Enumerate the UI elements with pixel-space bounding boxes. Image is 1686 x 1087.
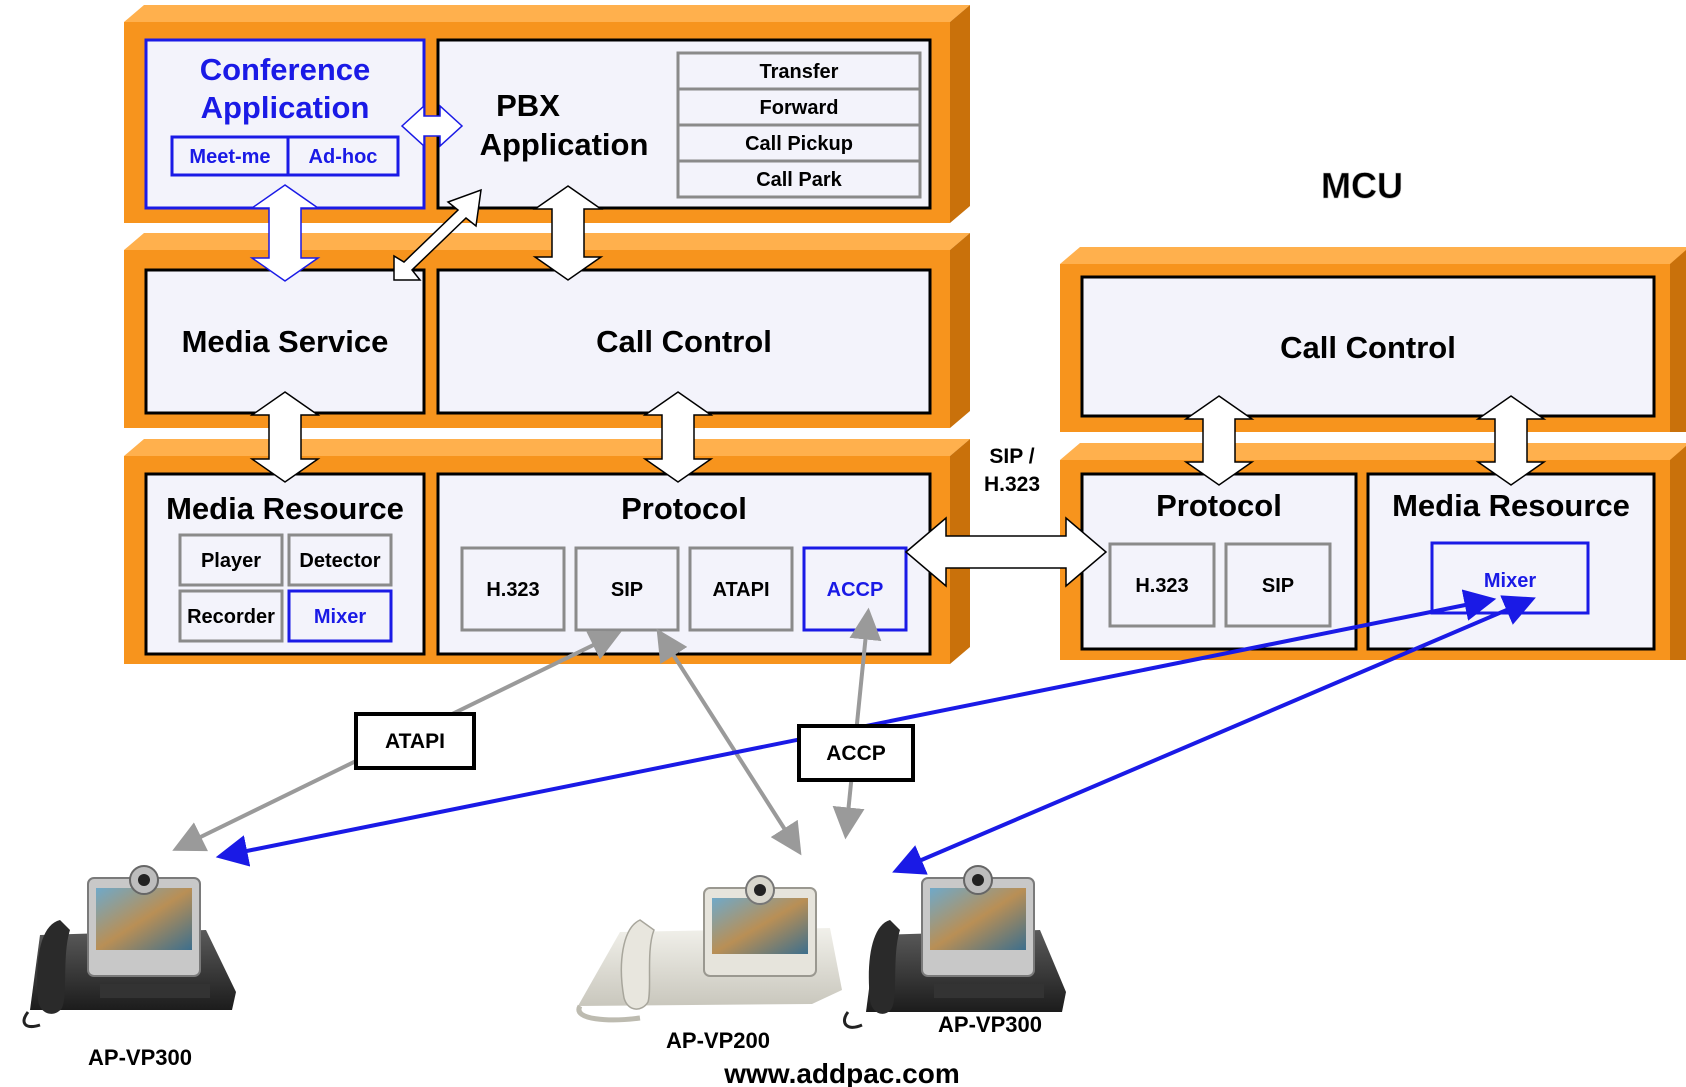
ad-hoc-label: Ad-hoc [309, 146, 378, 168]
mixer-label: Mixer [314, 606, 366, 628]
conference-application-title-line2: Application [201, 90, 370, 125]
ad-hoc-box[interactable] [286, 135, 400, 177]
sip-h323-label-line2: H.323 [984, 473, 1040, 496]
device-left-label: AP-VP300 [88, 1045, 192, 1070]
pbx-feature-list [676, 51, 922, 199]
mixer-line-right-phone [892, 595, 1536, 875]
feature-transfer[interactable]: Transfer [760, 61, 839, 83]
meet-me-box[interactable] [170, 135, 290, 177]
arrow-pbx-to-call-control [532, 185, 604, 281]
pbx-accp-label: ACCP [827, 579, 884, 601]
accp-link-box [797, 724, 915, 782]
conference-application-panel[interactable] [144, 38, 426, 210]
phone-left-image [22, 865, 236, 1028]
pbx-protocol-title: Protocol [621, 491, 747, 526]
mcu-media-resource-title: Media Resource [1392, 488, 1630, 523]
pbx-media-resource-title: Media Resource [166, 491, 404, 526]
arrow-mcu-cc-to-protocol [1183, 395, 1255, 486]
device-middle-label: AP-VP200 [666, 1028, 770, 1053]
arrow-conference-to-media-service [249, 184, 321, 282]
player-box[interactable] [178, 533, 284, 587]
pbx-h323-label: H.323 [486, 579, 539, 601]
feature-call-pickup[interactable]: Call Pickup [745, 133, 853, 155]
pbx-sip-label: SIP [611, 579, 643, 601]
accp-link-label: ACCP [826, 742, 886, 765]
detector-label: Detector [299, 550, 380, 572]
footer-url[interactable]: www.addpac.com [723, 1058, 959, 1087]
recorder-label: Recorder [187, 606, 275, 628]
mcu-protocol-title: Protocol [1156, 488, 1282, 523]
arrow-conference-to-pbx [400, 104, 464, 148]
pbx-application-title-line2: Application [480, 127, 649, 162]
pbx-application-title-line1: PBX [496, 88, 560, 123]
meet-me-label: Meet-me [189, 146, 270, 168]
media-service-title: Media Service [182, 324, 389, 359]
mcu-sip-label: SIP [1262, 575, 1294, 597]
device-right-label: AP-VP300 [938, 1012, 1042, 1037]
player-label: Player [201, 550, 261, 572]
arrow-sip-h323-trunk [904, 516, 1108, 588]
phone-middle-image [576, 875, 842, 1023]
arrow-mcu-cc-to-media-resource [1475, 395, 1547, 486]
feature-forward[interactable]: Forward [760, 97, 839, 119]
atapi-link-label: ATAPI [385, 730, 445, 753]
mcu-call-control-panel[interactable] [1080, 275, 1656, 418]
mcu-call-control-title: Call Control [1280, 330, 1456, 365]
mcu-h323-label: H.323 [1135, 575, 1188, 597]
arrow-call-control-to-protocol [642, 391, 714, 483]
arrow-media-service-to-media-resource [249, 391, 321, 483]
arrows-internal [249, 104, 1547, 588]
phone-right-image [843, 865, 1066, 1029]
atapi-link-box [354, 712, 476, 770]
mcu-mixer-label: Mixer [1484, 570, 1536, 592]
conference-application-title-line1: Conference [200, 52, 371, 87]
arrow-media-service-to-pbx [393, 188, 482, 281]
pbx-call-control-panel[interactable] [436, 268, 932, 415]
sip-h323-label-line1: SIP / [989, 445, 1034, 468]
pbx-call-control-title: Call Control [596, 324, 772, 359]
mcu-title: MCU [1321, 165, 1403, 206]
pbx-atapi-label: ATAPI [712, 579, 769, 601]
feature-call-park[interactable]: Call Park [756, 169, 842, 191]
detector-box[interactable] [287, 533, 393, 587]
